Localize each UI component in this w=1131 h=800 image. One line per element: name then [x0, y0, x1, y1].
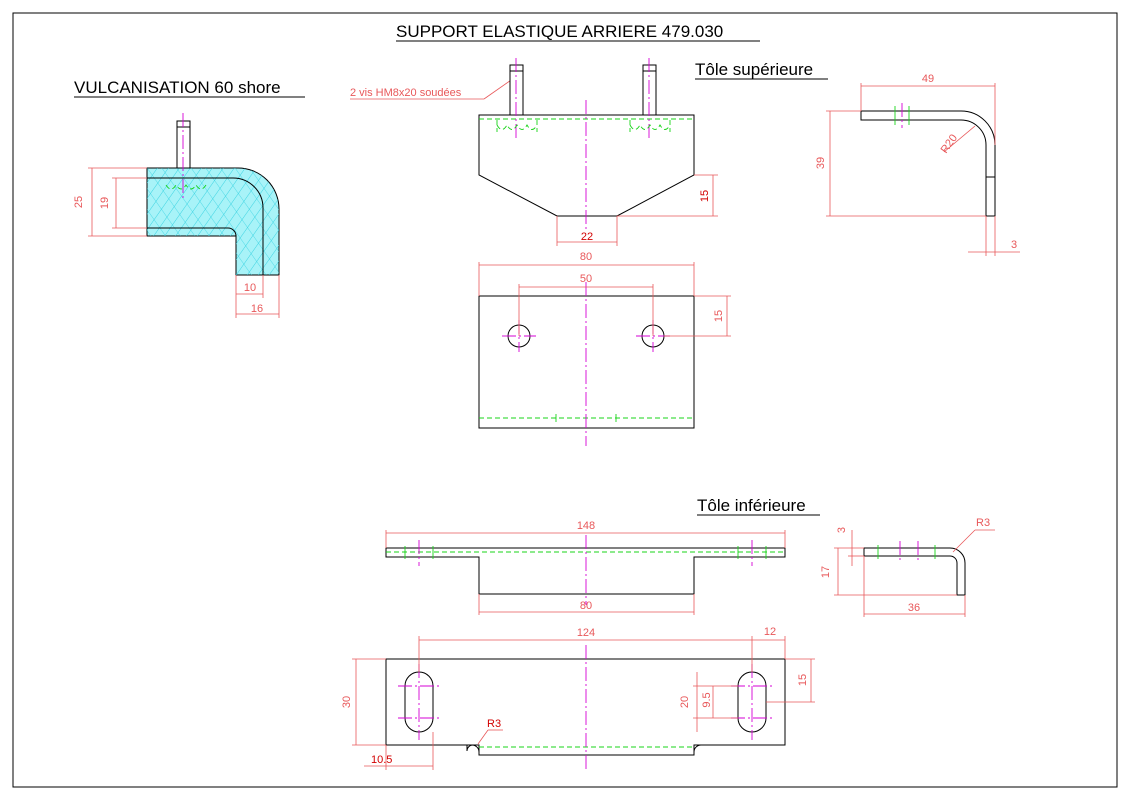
dim-inf-36: 36 [908, 602, 920, 614]
dim-inf-r3: R3 [487, 718, 501, 730]
dim-sup-50: 50 [580, 273, 592, 285]
dim-sup-22: 22 [581, 231, 593, 243]
vulcanisation-heading: VULCANISATION 60 shore [74, 78, 281, 97]
dim-vulc-19: 19 [99, 197, 111, 209]
dim-inf-r3-side: R3 [976, 517, 990, 529]
dim-vulc-16: 16 [251, 303, 263, 315]
dim-inf-9-5: 9.5 [701, 692, 713, 707]
dim-vulc-10: 10 [244, 282, 256, 294]
dim-inf-12: 12 [764, 626, 776, 638]
tole-superieure-view: Tôle supérieure 2 vis HM8x20 soudées 15 … [350, 58, 1020, 446]
dim-sup-39: 39 [815, 157, 827, 169]
vulcanisation-view: VULCANISATION 60 shore 25 19 10 16 [73, 78, 305, 318]
tole-inferieure-heading: Tôle inférieure [697, 496, 806, 515]
dim-inf-17: 17 [820, 566, 832, 578]
screw-note: 2 vis HM8x20 soudées [350, 87, 462, 99]
dim-sup-r20: R20 [939, 132, 960, 155]
dim-inf-80: 80 [580, 600, 592, 612]
drawing-frame [12, 12, 1118, 788]
dim-inf-148: 148 [577, 520, 595, 532]
dim-inf-124: 124 [577, 627, 595, 639]
dim-inf-30: 30 [341, 696, 353, 708]
dim-sup-49: 49 [922, 73, 934, 85]
dim-inf-15: 15 [797, 674, 809, 686]
dim-sup-15-front: 15 [699, 190, 711, 202]
dim-inf-20: 20 [679, 696, 691, 708]
tole-inferieure-view: Tôle inférieure 148 80 17 3 [341, 496, 995, 770]
dim-sup-15-top: 15 [713, 310, 725, 322]
tole-superieure-heading: Tôle supérieure [695, 60, 813, 79]
dim-inf-10-5: 10.5 [371, 754, 392, 766]
dim-inf-3: 3 [836, 527, 848, 533]
drawing-title: SUPPORT ELASTIQUE ARRIERE 479.030 [396, 22, 723, 41]
dim-sup-3: 3 [1011, 239, 1017, 251]
dim-sup-80: 80 [580, 251, 592, 263]
dim-vulc-25: 25 [73, 196, 85, 208]
